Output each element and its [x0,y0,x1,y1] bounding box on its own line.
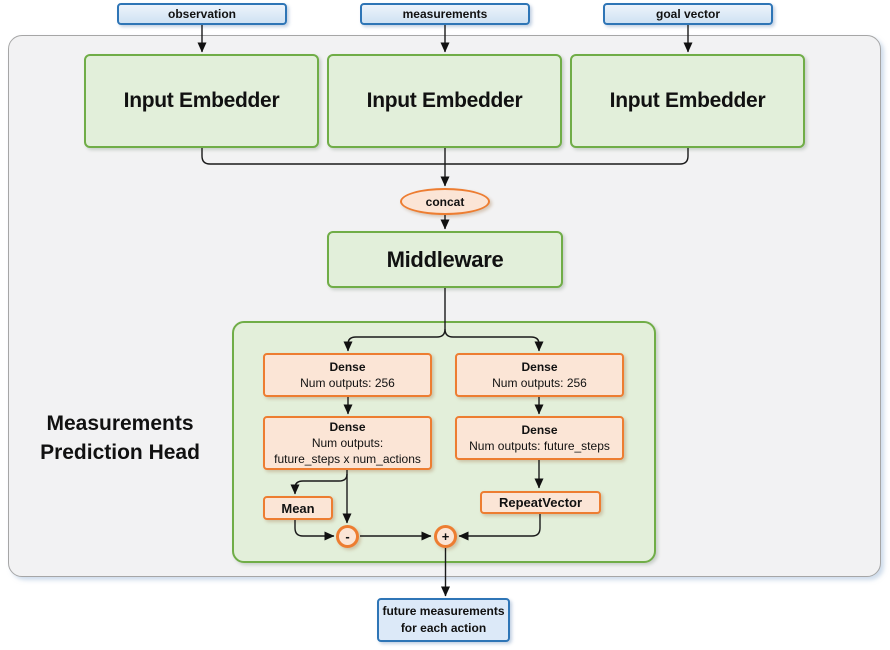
prediction-head-title-line2: Prediction Head [40,441,200,464]
prediction-head-title-line1: Measurements [46,412,194,435]
goal-vector-label: goal vector [655,7,721,21]
input-label-goal-vector: goal vector [603,3,773,25]
concat-node: concat [400,188,490,215]
mean-label: Mean [281,500,315,516]
middleware-label: Middleware [386,246,504,272]
dense-left-1-subtitle: Num outputs: 256 [300,376,395,390]
middleware-box: Middleware [327,231,563,288]
plus-junction: + [434,525,457,548]
mean-box: Mean [263,496,333,520]
repeat-vector-box: RepeatVector [480,491,601,514]
prediction-head-title: Measurements Prediction Head [16,409,224,467]
concat-label: concat [425,194,465,209]
input-embedder-1: Input Embedder [84,54,319,148]
input-label-measurements: measurements [360,3,530,25]
observation-label: observation [167,7,236,21]
input-embedder-3: Input Embedder [570,54,805,148]
dense-right-1-subtitle: Num outputs: 256 [492,376,587,390]
input-embedder-2-label: Input Embedder [366,89,523,112]
input-embedder-3-label: Input Embedder [609,89,766,112]
input-label-observation: observation [117,3,287,25]
minus-junction: - [336,525,359,548]
repeat-vector-label: RepeatVector [498,495,583,510]
dense-left-2-subtitle-2: future_steps x num_actions [274,452,421,466]
dense-left-2: Dense Num outputs: future_steps x num_ac… [263,416,432,470]
dense-left-1: Dense Num outputs: 256 [263,353,432,397]
output-line1: future measurements [382,604,505,618]
dense-left-2-subtitle-1: Num outputs: [311,436,384,450]
dense-right-2: Dense Num outputs: future_steps [455,416,624,460]
dense-left-1-title: Dense [329,360,366,374]
dense-right-2-title: Dense [521,423,558,437]
dense-right-1: Dense Num outputs: 256 [455,353,624,397]
input-embedder-1-label: Input Embedder [123,89,280,112]
dense-left-2-title: Dense [329,420,366,434]
measurements-label: measurements [402,7,488,21]
dense-right-1-title: Dense [521,360,558,374]
plus-label: + [441,529,450,544]
output-line2: for each action [400,621,487,635]
minus-label: - [345,529,350,544]
dense-right-2-subtitle: Num outputs: future_steps [469,439,610,453]
output-box: future measurements for each action [377,598,510,642]
input-embedder-2: Input Embedder [327,54,562,148]
